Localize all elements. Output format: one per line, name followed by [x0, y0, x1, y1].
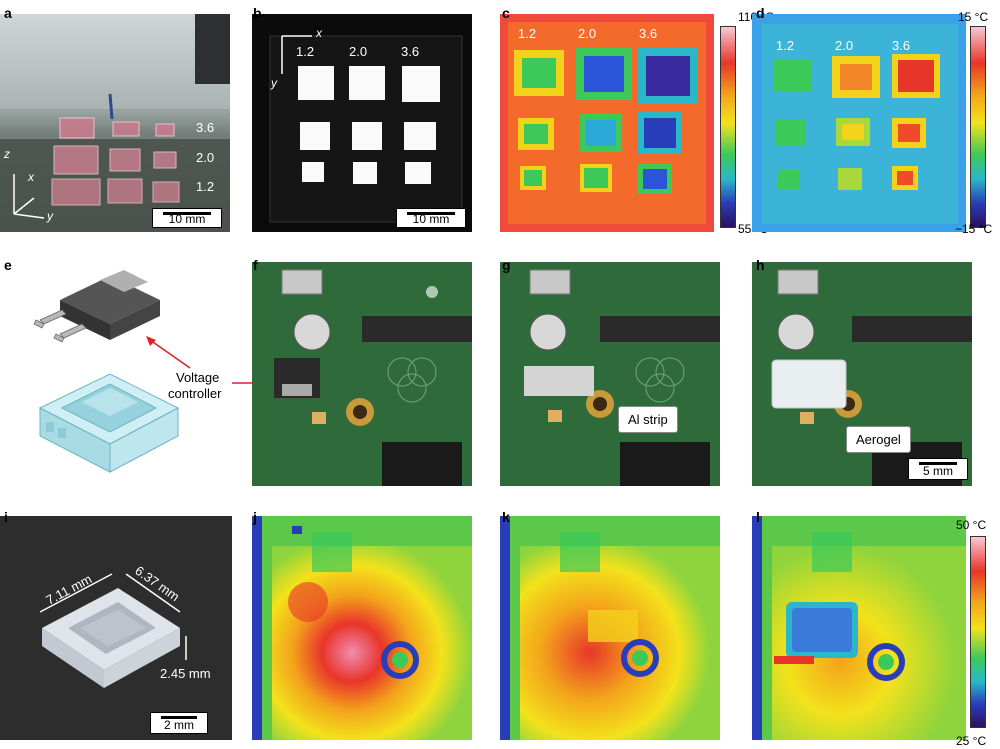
colorbar-l-max: 50 °C [956, 518, 987, 532]
height-label-1-2: 1.2 [196, 179, 215, 194]
axis-y-label: y [47, 209, 53, 223]
width-label-2-0: 2.0 [835, 38, 854, 53]
thermal-image-heating [500, 14, 714, 232]
scale-bar-a: 10 mm [152, 208, 222, 228]
raspberry-pi-board-al-photo [500, 262, 720, 486]
colorbar-l-min: 25 °C [956, 734, 987, 748]
axis-x-label: x [28, 170, 34, 184]
width-label-2-0: 2.0 [578, 26, 597, 41]
panel-k-thermal [500, 516, 720, 740]
width-label-1-2: 1.2 [776, 38, 795, 53]
thermal-image-cooling [752, 14, 966, 232]
panel-label-f: f [253, 257, 258, 273]
aerogel-housing-photo [0, 516, 232, 740]
width-label-1-2: 1.2 [518, 26, 537, 41]
pcb-thermal-aerogel [752, 516, 966, 740]
printed-aerogel-blocks-photo [0, 14, 230, 232]
colorbar-d [970, 26, 986, 228]
height-label-2-0: 2.0 [196, 150, 215, 165]
panel-f-pcb [252, 262, 472, 486]
colorbar-l [970, 536, 986, 728]
panel-label-j: j [253, 509, 257, 525]
panel-d-thermal: 1.2 2.0 3.6 [752, 14, 966, 232]
axis-x-label: x [316, 26, 322, 40]
panel-label-i: i [4, 509, 8, 525]
colorbar-d-min: −15 °C [955, 222, 993, 236]
scale-bar-b: 10 mm [396, 208, 466, 228]
height-label-3-6: 3.6 [196, 120, 215, 135]
width-label-3-6: 3.6 [639, 26, 658, 41]
voltage-controller-label-line2: controller [168, 386, 222, 401]
raspberry-pi-board-photo [252, 262, 472, 486]
panel-label-g: g [502, 257, 511, 273]
panel-label-e: e [4, 257, 12, 273]
pcb-thermal-bare [252, 516, 472, 740]
colorbar-d-max: 15 °C [958, 10, 989, 24]
panel-label-h: h [756, 257, 765, 273]
panel-b-photo: 1.2 2.0 3.6 x y 10 mm [252, 14, 472, 232]
aerogel-squares-photo [269, 35, 463, 223]
voltage-controller-schematic [33, 270, 191, 473]
panel-c-thermal: 1.2 2.0 3.6 [500, 14, 714, 232]
panel-h-pcb: Aerogel 5 mm [752, 262, 972, 486]
panel-e-schematic: Voltage controller [0, 262, 246, 486]
panel-i-photo: 7.11 mm 6.37 mm 2.45 mm 2 mm [0, 516, 232, 740]
scale-bar-h: 5 mm [908, 458, 968, 480]
panel-label-l: l [756, 509, 760, 525]
axis-y-label: y [271, 76, 277, 90]
panel-l-thermal [752, 516, 966, 740]
panel-g-pcb: Al strip [500, 262, 720, 486]
scale-bar-i: 2 mm [150, 712, 208, 734]
panel-label-b: b [253, 5, 262, 21]
voltage-controller-label-line1: Voltage [176, 370, 220, 385]
panel-label-a: a [4, 5, 12, 21]
colorbar-c [720, 26, 736, 228]
width-label-1-2: 1.2 [296, 44, 315, 59]
dim-height-label: 2.45 mm [160, 666, 211, 681]
width-label-3-6: 3.6 [892, 38, 911, 53]
axis-z-label: z [4, 147, 10, 161]
width-label-2-0: 2.0 [349, 44, 368, 59]
panel-a-photo: 3.6 2.0 1.2 z x y 10 mm [0, 14, 230, 232]
panel-label-c: c [502, 5, 510, 21]
panel-label-d: d [756, 5, 765, 21]
aerogel-callout: Aerogel [846, 426, 911, 453]
al-strip-callout: Al strip [618, 406, 678, 433]
width-label-3-6: 3.6 [401, 44, 420, 59]
pcb-thermal-al-strip [500, 516, 720, 740]
panel-label-k: k [502, 509, 510, 525]
panel-j-thermal [252, 516, 472, 740]
